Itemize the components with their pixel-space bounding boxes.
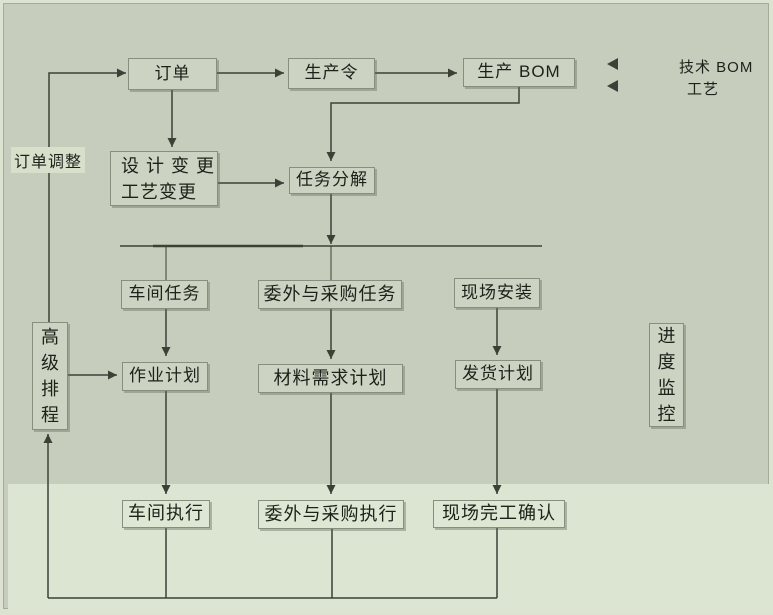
node-workshop-task: 车间任务 (121, 280, 208, 309)
node-production-bom: 生产 BOM (463, 58, 575, 87)
node-delivery-plan: 发货计划 (455, 360, 541, 389)
node-advanced-scheduling: 高级排程 (32, 322, 68, 430)
progress-monitoring-label: 进度监控 (657, 326, 676, 424)
node-progress-monitoring: 进度监控 (649, 323, 684, 427)
node-workshop-execution: 车间执行 (122, 500, 210, 528)
node-task-breakdown: 任务分解 (289, 167, 375, 194)
node-job-plan: 作业计划 (122, 362, 208, 391)
node-order: 订单 (128, 58, 217, 90)
node-site-installation: 现场安装 (454, 278, 540, 308)
node-design-process-change: 设 计 变 更 工艺变更 (110, 151, 218, 206)
advanced-scheduling-label: 高级排程 (41, 327, 59, 425)
process-label: 工艺 (687, 81, 720, 98)
node-outsourcing-purchase-execution: 委外与采购执行 (258, 500, 404, 529)
node-production-order: 生产令 (288, 58, 375, 89)
node-material-requirement-plan: 材料需求计划 (258, 364, 403, 393)
order-adjustment-label: 订单调整 (11, 147, 86, 173)
technical-bom-label: 技术 BOM (679, 59, 754, 76)
node-site-completion-confirmation: 现场完工确认 (433, 500, 565, 528)
node-outsourcing-purchase-task: 委外与采购任务 (258, 280, 402, 309)
